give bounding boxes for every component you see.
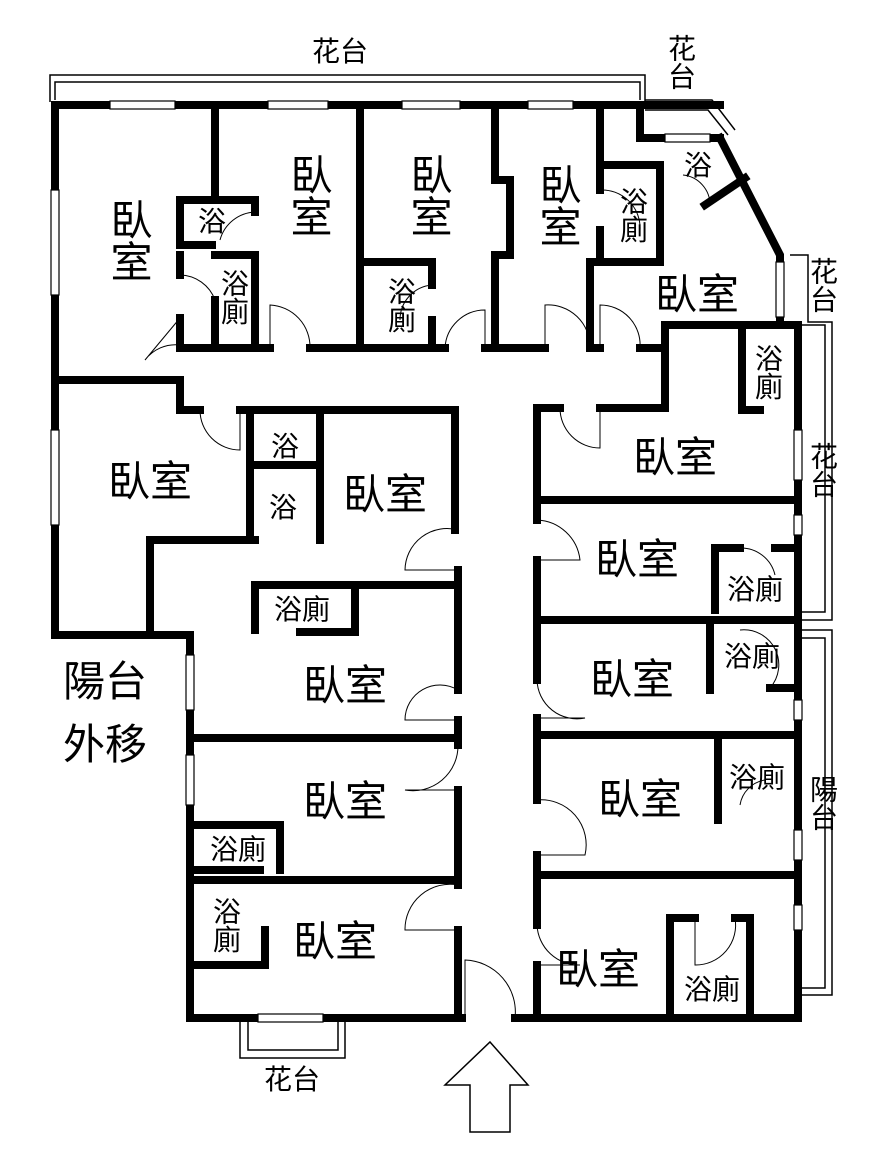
balcony-relocated-label: 陽台 [62,657,148,706]
bath-toilet-label: 浴廁 [209,897,242,953]
bath-toilet-label: 浴廁 [273,593,331,626]
bath-label: 浴 [197,205,227,238]
planter-outlines [49,74,833,1059]
bedroom-label: 臥室 [107,457,193,506]
balcony-relocated-label: 外移 [62,720,148,769]
bedroom-label: 臥室 [284,153,333,237]
bedroom-label: 臥室 [594,535,680,584]
planter-label: 花台 [263,1063,321,1096]
balcony-label: 陽台 [806,775,839,831]
planter-label: 花台 [311,35,369,68]
planter-label: 花台 [806,257,839,313]
bedroom-label: 臥室 [302,661,388,710]
bedroom-label: 臥室 [597,775,683,824]
planter-label: 花台 [664,34,697,90]
bath-label: 浴 [683,149,713,182]
bath-toilet-label: 浴廁 [751,344,784,400]
bath-toilet-label: 浴廁 [209,833,267,866]
bedroom-label: 臥室 [589,655,675,704]
bedroom-label: 臥室 [533,163,582,247]
bedroom-label: 臥室 [555,945,641,994]
windows [50,100,803,1023]
bedroom-label: 臥室 [404,153,453,237]
bath-toilet-label: 浴廁 [726,573,784,606]
bath-label: 浴 [270,430,300,463]
walls [51,101,802,1022]
bedroom-label: 臥室 [632,433,718,482]
doors [144,174,780,1019]
bath-toilet-label: 浴廁 [683,973,741,1006]
bedroom-label: 臥室 [654,270,740,319]
bedroom-label: 臥室 [342,470,428,519]
planter-label: 花台 [806,442,839,498]
up-arrow-icon [443,1040,530,1133]
bath-toilet-label: 浴廁 [616,187,649,243]
bedroom-label: 臥室 [292,917,378,966]
bath-toilet-label: 浴廁 [217,269,250,325]
bedroom-label: 臥室 [302,777,388,826]
bath-label: 浴 [268,491,298,524]
bath-toilet-label: 浴廁 [384,277,417,333]
bath-toilet-label: 浴廁 [728,761,786,794]
bedroom-label: 臥室 [104,198,153,282]
bath-toilet-label: 浴廁 [723,640,781,673]
